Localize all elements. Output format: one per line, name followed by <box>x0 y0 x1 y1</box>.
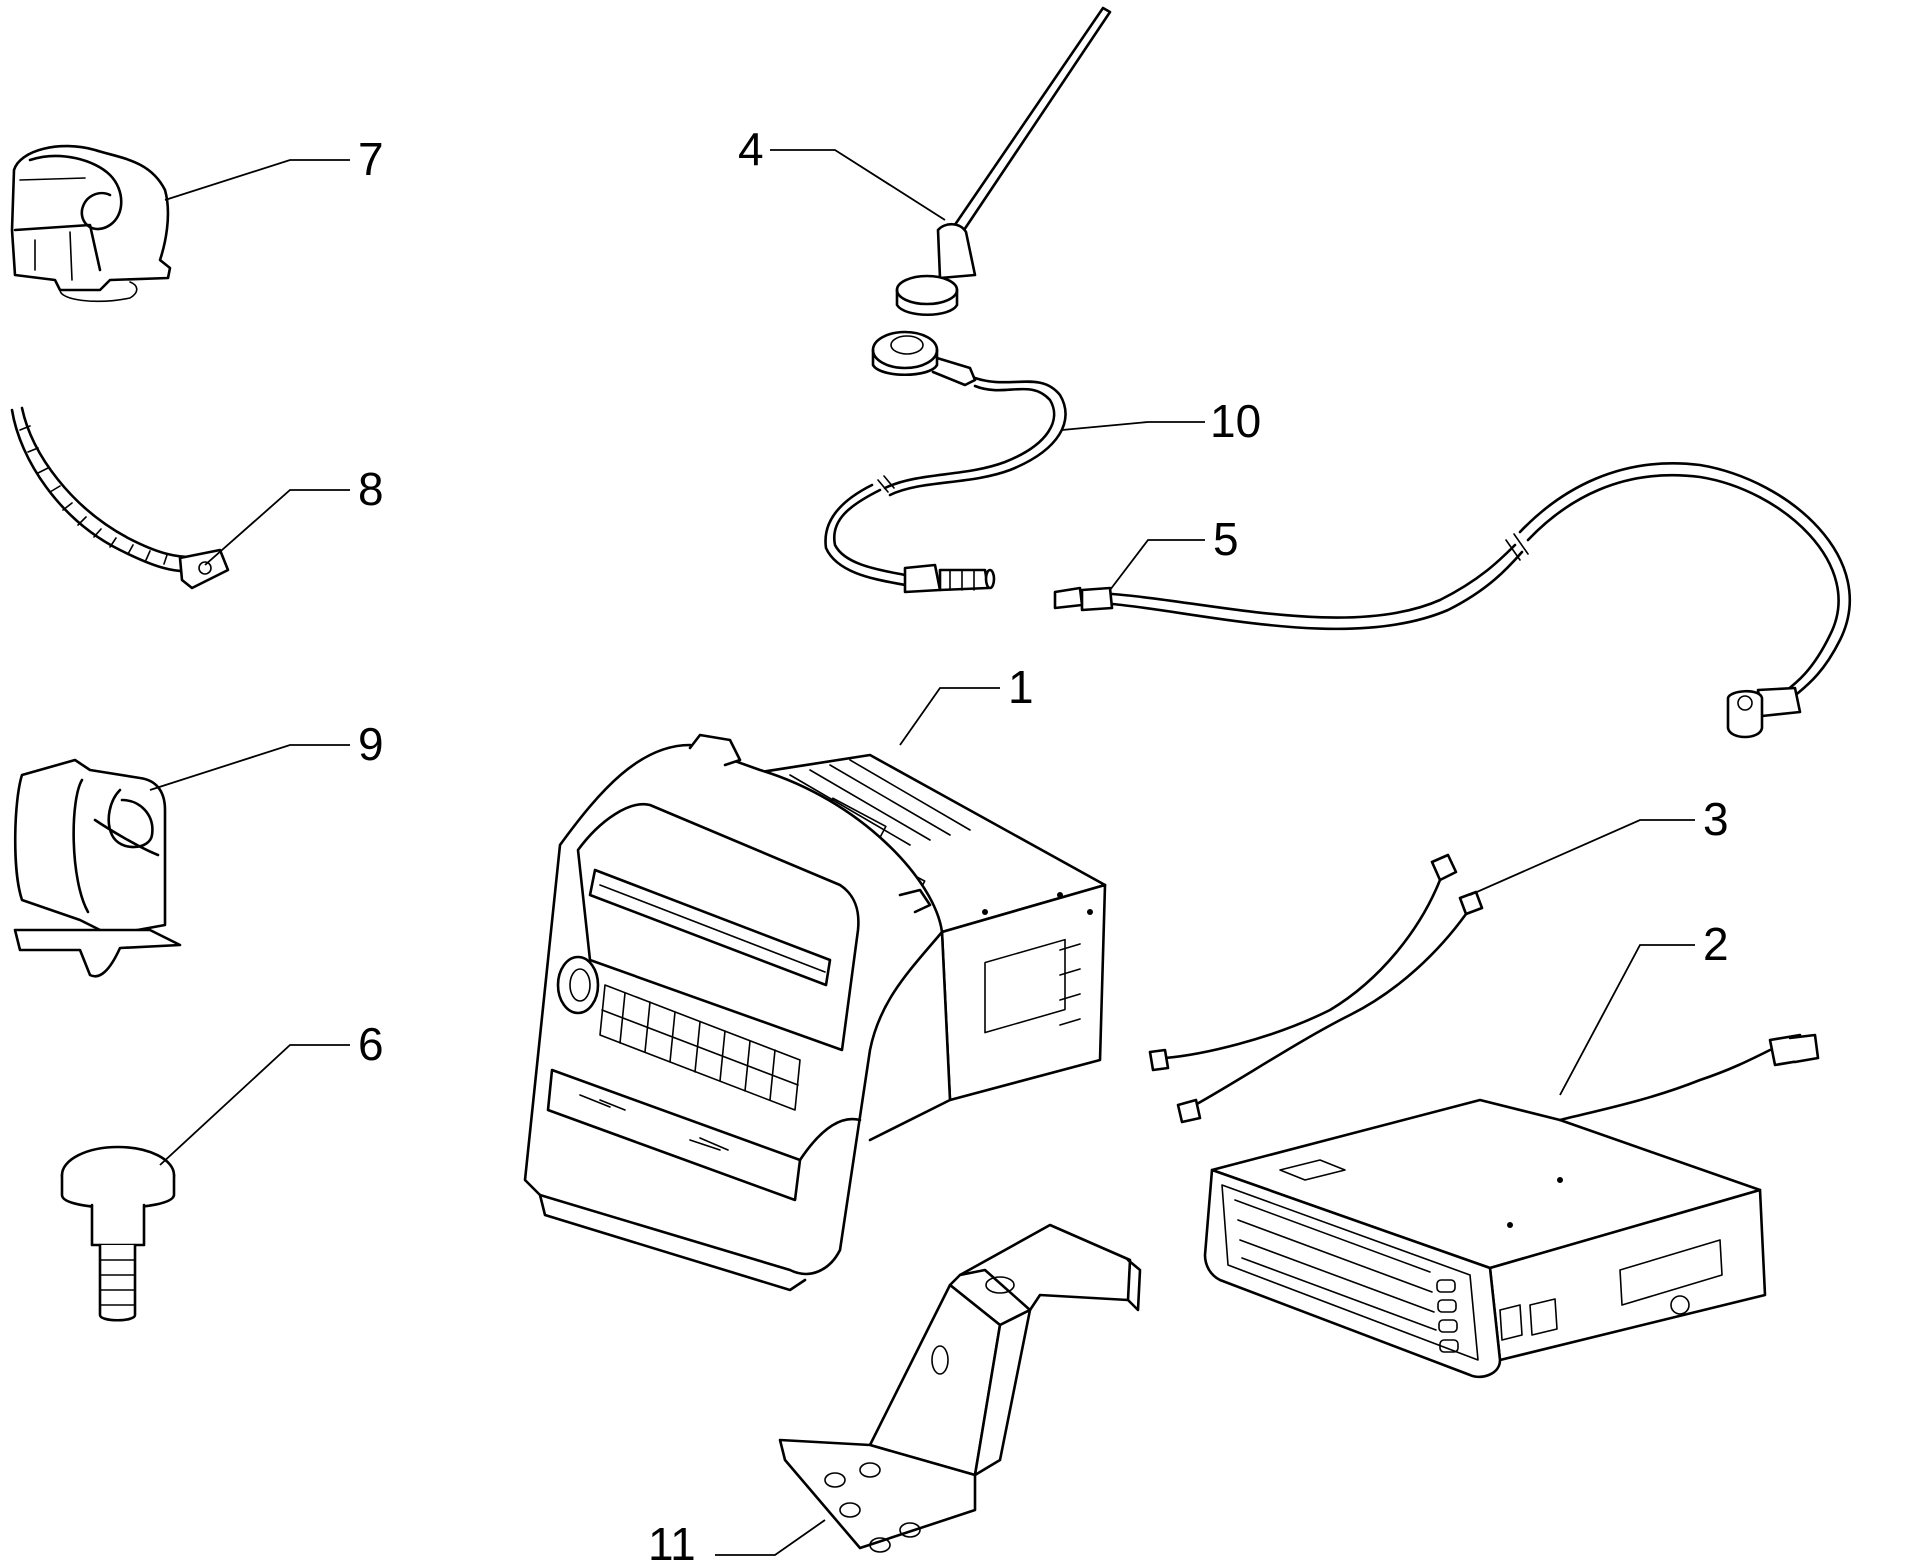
leader-6 <box>159 1044 350 1166</box>
part-3-wiring-harness <box>1148 853 1484 1124</box>
leader-10 <box>1061 421 1205 431</box>
callout-6: 6 <box>358 1018 384 1070</box>
callout-9: 9 <box>358 718 384 770</box>
part-11-bracket <box>778 1223 1142 1553</box>
callout-3: 3 <box>1703 793 1729 845</box>
leader-8 <box>204 489 350 566</box>
callout-2: 2 <box>1703 918 1729 970</box>
part-1-radio-unit <box>523 733 1107 1292</box>
callout-10: 10 <box>1210 395 1261 447</box>
part-6-push-pin <box>60 1145 176 1322</box>
leader-9 <box>149 744 350 791</box>
callout-labels: 1 2 3 4 5 6 7 8 9 10 11 <box>358 123 1729 1564</box>
leader-1 <box>899 687 1000 746</box>
part-9-holder-clip <box>13 758 182 978</box>
part-7-clip <box>10 144 172 303</box>
callout-11: 11 <box>648 1518 696 1564</box>
leader-11 <box>715 1519 826 1556</box>
part-5-antenna-lead <box>1053 462 1852 739</box>
part-10-antenna-cable <box>824 330 1067 594</box>
leader-2 <box>1559 944 1695 1096</box>
callout-5: 5 <box>1213 513 1239 565</box>
leader-7 <box>164 159 350 201</box>
callout-1: 1 <box>1008 661 1034 713</box>
leader-lines <box>149 149 1695 1556</box>
part-8-cable-tie <box>10 406 230 590</box>
leader-5 <box>1109 539 1205 591</box>
leader-4 <box>770 149 946 221</box>
part-2-radio-unit <box>1203 1033 1820 1379</box>
part-4-antenna <box>895 6 1112 316</box>
leader-3 <box>1469 819 1695 896</box>
callout-4: 4 <box>738 123 764 175</box>
callout-8: 8 <box>358 463 384 515</box>
callout-7: 7 <box>358 133 384 185</box>
